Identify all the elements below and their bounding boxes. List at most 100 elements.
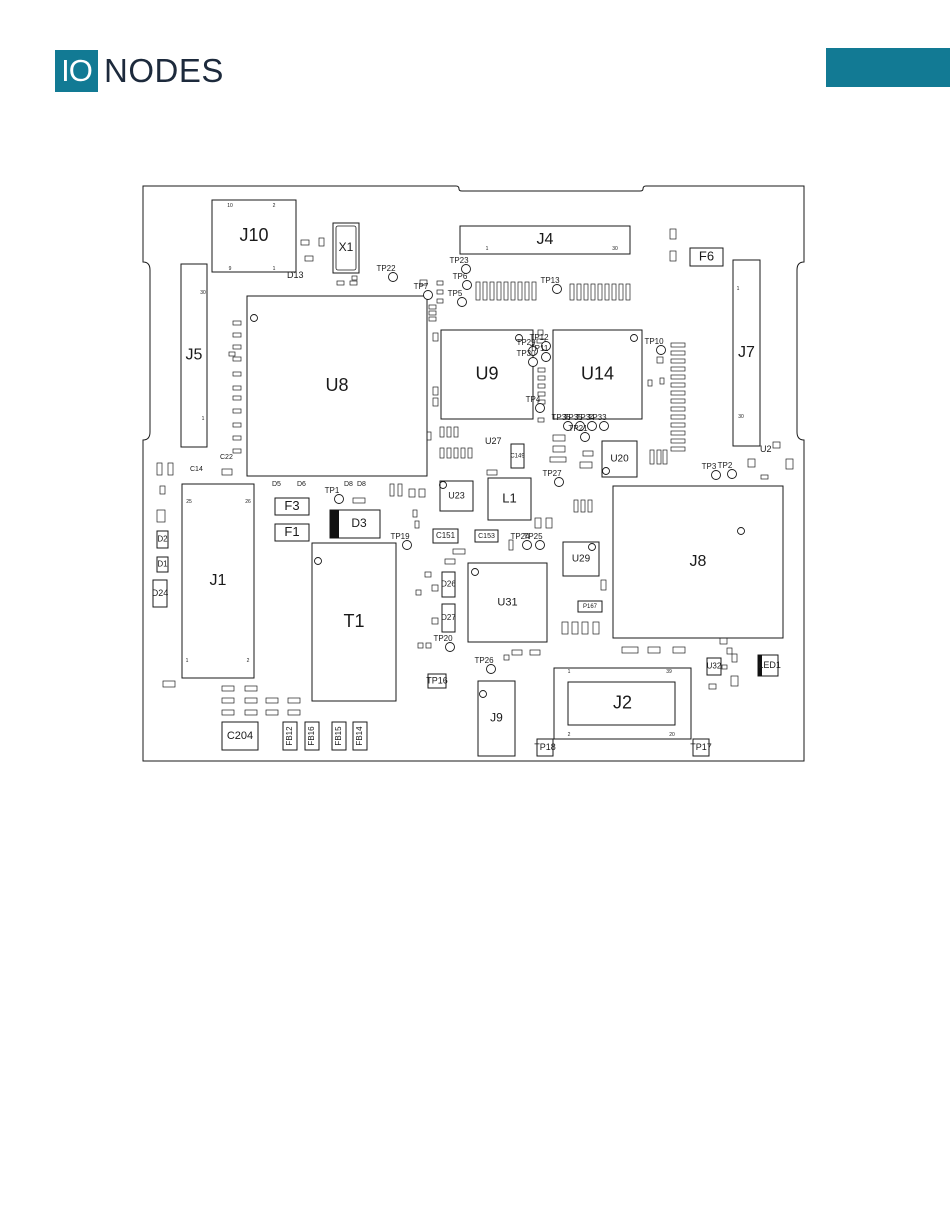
smd-pad	[721, 664, 728, 670]
silkscreen-label: U27	[485, 436, 502, 446]
smd-pad	[511, 649, 523, 656]
smd-pad	[417, 642, 424, 649]
pin-number: 1	[186, 658, 189, 664]
test-point-label: TP1	[325, 486, 340, 495]
component-body	[467, 562, 548, 643]
pin1-marker	[630, 334, 638, 342]
crystal-outline	[335, 225, 357, 271]
smd-pad	[265, 709, 279, 716]
smd-pad	[432, 397, 439, 407]
pin-number: 30	[612, 246, 618, 252]
smd-pad	[418, 488, 426, 498]
component-body	[152, 579, 168, 608]
smd-pad	[670, 414, 686, 420]
pin1-marker	[588, 543, 596, 551]
test-point-label: TP35	[563, 413, 583, 422]
smd-pad	[537, 391, 546, 397]
component-body	[692, 738, 710, 757]
smd-pad	[670, 390, 686, 396]
pin-number: 25	[186, 499, 192, 505]
component-tp16: TP16	[426, 673, 448, 689]
test-point-tp22: TP22	[376, 264, 398, 282]
smd-pad	[232, 395, 242, 401]
smd-pad	[467, 447, 473, 459]
smd-pad	[670, 350, 686, 356]
test-point-pad	[575, 421, 585, 431]
smd-pad	[503, 281, 509, 301]
test-point-tp30: TP30	[516, 349, 538, 367]
component-body	[562, 541, 600, 577]
component-d27: D27	[441, 603, 456, 633]
component-label: D2	[157, 535, 168, 544]
smd-pad	[446, 447, 452, 459]
component-u20: U20	[601, 440, 638, 478]
smd-pad	[304, 255, 314, 262]
smd-pad	[726, 647, 733, 655]
pin-number: 39	[666, 669, 672, 675]
test-point-pad	[423, 290, 433, 300]
test-point-pad	[528, 357, 538, 367]
component-label: J2	[613, 692, 632, 712]
component-body	[441, 603, 456, 633]
component-body	[180, 263, 208, 448]
component-label: TP16	[426, 675, 448, 685]
smd-pad	[583, 283, 589, 301]
test-point-tp6: TP6	[453, 272, 472, 290]
component-body	[156, 530, 169, 549]
smd-pad	[232, 344, 242, 350]
component-tp17: TP17	[690, 738, 712, 757]
smd-pad	[659, 377, 665, 385]
smd-pad	[536, 338, 546, 344]
test-point-label: TP2	[718, 461, 733, 470]
pin-number: 1	[273, 266, 276, 272]
logo-wordmark: NODES	[104, 52, 224, 89]
component-body	[536, 738, 554, 757]
component-label: D26	[441, 580, 456, 589]
smd-pad	[221, 468, 233, 476]
smd-pad	[625, 283, 631, 301]
component-body	[246, 295, 428, 477]
smd-pad	[425, 642, 432, 649]
smd-pad	[415, 589, 422, 596]
test-point-tp1: TP1	[325, 486, 344, 504]
test-point-pad	[535, 540, 545, 550]
test-point-label: TP25	[523, 532, 543, 541]
smd-pad	[537, 417, 545, 423]
smd-pad	[580, 499, 586, 513]
smd-pad	[232, 320, 242, 326]
smd-pad	[545, 517, 553, 529]
smd-pad	[287, 697, 301, 704]
silkscreen-label: C14	[190, 466, 203, 473]
test-point-tp27: TP27	[542, 469, 564, 487]
test-point-pad	[554, 477, 564, 487]
smd-pad	[670, 358, 686, 364]
smd-pad	[244, 697, 258, 704]
pin-number: 20	[669, 732, 675, 738]
component-body	[332, 222, 360, 274]
component-c151: C151	[432, 528, 459, 544]
component-body	[181, 483, 255, 679]
test-point-label: TP29	[516, 338, 536, 347]
smd-pad	[549, 456, 567, 463]
smd-pad	[508, 539, 514, 551]
smd-pad	[162, 680, 176, 688]
component-label: U9	[475, 363, 498, 383]
test-point-pad	[402, 540, 412, 550]
test-point-pad	[522, 540, 532, 550]
test-points: TP22TP23TP6TP7TP5TP13TP10TP29TP12TP11TP3…	[325, 256, 737, 674]
test-point-label: TP20	[433, 634, 453, 643]
component-j9: J9	[477, 680, 516, 757]
smd-pad	[537, 375, 546, 381]
smd-pad	[300, 239, 310, 246]
pin-number: 1	[486, 246, 489, 252]
smd-pad	[561, 621, 569, 635]
smd-pad	[444, 558, 456, 565]
component-label: U32	[707, 662, 722, 671]
component-c149: C149	[510, 443, 525, 469]
smd-pad	[621, 646, 639, 654]
component-f3: F3	[274, 497, 310, 516]
